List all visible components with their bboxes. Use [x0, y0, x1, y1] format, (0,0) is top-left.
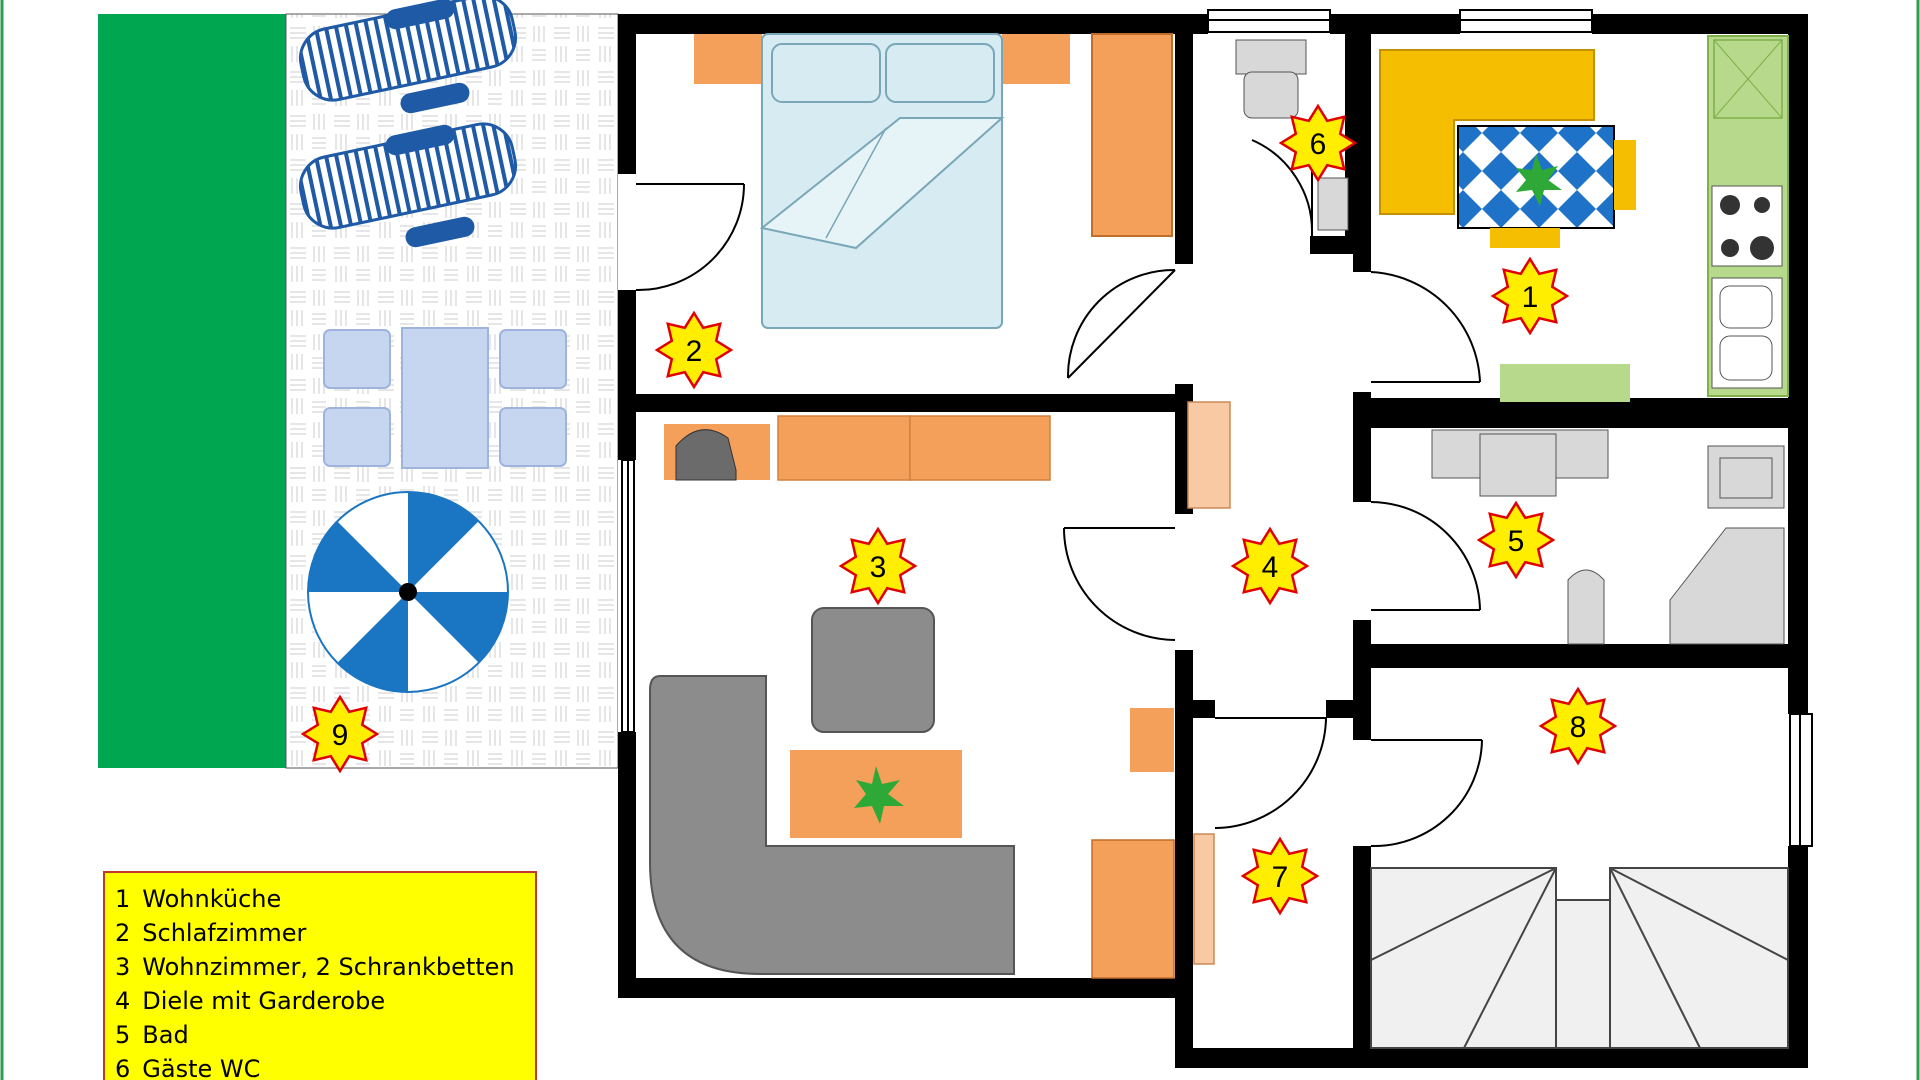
shower [1669, 527, 1785, 645]
plant-icon [854, 766, 904, 824]
room-number: 9 [332, 719, 349, 752]
room-number: 4 [1262, 551, 1279, 584]
wc-sink [1317, 177, 1349, 231]
kitchen-mat [1500, 364, 1630, 402]
star-icon [1278, 103, 1358, 183]
star-icon [1240, 836, 1320, 916]
room-markers: 1 2 3 4 5 6 7 8 9 [300, 103, 1618, 916]
wardrobe-hall [1187, 401, 1231, 509]
shelf [1091, 839, 1175, 979]
cabinet-2 [909, 415, 1051, 481]
coat-rack [1193, 833, 1215, 965]
lawn [98, 14, 286, 768]
room-marker-7: 7 [1240, 836, 1320, 916]
room-number: 7 [1272, 861, 1289, 894]
room-marker-4: 4 [1230, 526, 1310, 606]
room-marker-1: 1 [1490, 256, 1570, 336]
staircase [1370, 867, 1789, 1049]
toilet-icon-bath [1707, 445, 1785, 509]
walls [618, 14, 1808, 1068]
room-number: 1 [1522, 281, 1539, 314]
umbrella-icon [307, 491, 509, 693]
double-bed [759, 33, 1005, 329]
wardrobe [1091, 33, 1173, 237]
star-icon [1538, 686, 1618, 766]
star-icon [838, 526, 918, 606]
room-number: 8 [1570, 711, 1587, 744]
sun-lounger-2 [298, 122, 518, 248]
armchair [811, 607, 935, 733]
star-icon [300, 694, 380, 774]
room-number: 5 [1508, 525, 1525, 558]
toilet-icon-wc [1235, 39, 1307, 119]
room-marker-9: 9 [300, 694, 380, 774]
bath-sink-unit [1431, 429, 1609, 497]
stove-icon [1711, 185, 1783, 267]
garden-table [323, 327, 567, 469]
kitchen-bench [1379, 49, 1595, 215]
star-icon [1230, 526, 1310, 606]
corner-sofa [649, 675, 1015, 975]
sink-icon [1711, 277, 1783, 389]
room-marker-8: 8 [1538, 686, 1618, 766]
room-marker-5: 5 [1476, 500, 1556, 580]
room-number: 3 [870, 551, 887, 584]
cabinet-1 [777, 415, 911, 481]
room-marker-6: 6 [1278, 103, 1358, 183]
room-marker-3: 3 [838, 526, 918, 606]
room-marker-2: 2 [654, 310, 734, 390]
nightstand-right [1002, 34, 1070, 84]
chair-right [1614, 140, 1636, 210]
star-icon [1476, 500, 1556, 580]
room-number: 2 [686, 335, 703, 368]
side-table [1130, 708, 1174, 772]
nightstand-left [694, 34, 762, 84]
bidet [1567, 569, 1605, 645]
room-number: 6 [1310, 128, 1327, 161]
sun-lounger-1 [298, 0, 518, 114]
star-icon [654, 310, 734, 390]
windows [621, 9, 1813, 847]
chair-bottom [1490, 228, 1560, 248]
plant-icon-kitchen [1516, 154, 1562, 206]
star-icon [1490, 256, 1570, 336]
lamp-icon [675, 429, 737, 481]
doors [635, 139, 1483, 848]
